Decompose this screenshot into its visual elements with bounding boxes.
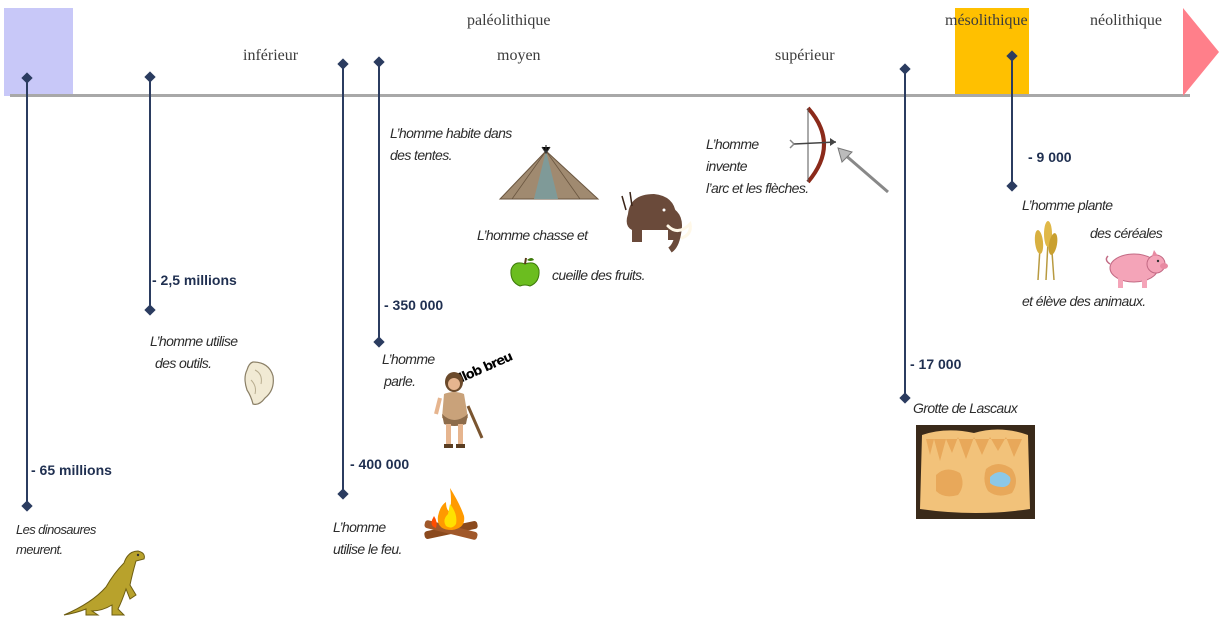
event-fire-line-1: L’homme bbox=[333, 519, 386, 535]
period-paleolithic: paléolithique bbox=[467, 12, 551, 29]
marker-line-2-5-millions bbox=[149, 77, 151, 310]
marker-line-17000 bbox=[904, 69, 906, 398]
cave-icon bbox=[916, 425, 1035, 519]
date-65-millions: - 65 millions bbox=[31, 462, 112, 478]
period-upper: supérieur bbox=[775, 47, 835, 64]
event-bow-line-3: l’arc et les flèches. bbox=[706, 180, 809, 196]
event-dinosaurs-line-2: meurent. bbox=[16, 542, 63, 557]
period-neolithic: néolithique bbox=[1090, 12, 1162, 29]
event-tools-line-2: des outils. bbox=[155, 355, 212, 371]
event-speech-line-1: L’homme bbox=[382, 351, 435, 367]
period-middle: moyen bbox=[497, 47, 541, 64]
pig-icon bbox=[1105, 250, 1168, 288]
event-tools-line-1: L’homme utilise bbox=[150, 333, 238, 349]
date-350000: - 350 000 bbox=[384, 297, 444, 313]
start-block bbox=[4, 8, 73, 96]
stone-tool-icon bbox=[244, 361, 274, 405]
apple-icon bbox=[510, 257, 540, 287]
period-mesolithic: mésolithique bbox=[945, 12, 1028, 29]
campfire-icon bbox=[424, 488, 478, 540]
date-400000: - 400 000 bbox=[350, 456, 410, 472]
event-farming-line-3-text: et élève des animaux. bbox=[1022, 293, 1146, 309]
date-2-5-millions: - 2,5 millions bbox=[152, 272, 237, 288]
timeline-axis bbox=[10, 94, 1190, 97]
mammoth-icon bbox=[621, 191, 692, 253]
event-tents-line-1: L’homme habite dans bbox=[390, 125, 512, 141]
event-bow-line-2: invente bbox=[706, 158, 748, 174]
event-fire-line-2: utilise le feu. bbox=[333, 541, 402, 557]
event-speech-line-2: parle. bbox=[384, 373, 416, 389]
event-hunt-line-2-text: cueille des fruits. bbox=[552, 267, 645, 283]
event-bow-text: L’homme invente l’arc et les flèches. bbox=[706, 133, 809, 199]
event-dinosaurs-line-1: Les dinosaures bbox=[16, 522, 96, 537]
marker-line-400000 bbox=[342, 64, 344, 494]
marker-line-350000 bbox=[378, 62, 380, 342]
event-farming-line-1-text: L’homme plante bbox=[1022, 197, 1113, 213]
event-lascaux-label: Grotte de Lascaux bbox=[913, 400, 1018, 416]
event-tents-text: L’homme habite dans des tentes. bbox=[390, 122, 512, 166]
dinosaur-icon bbox=[63, 550, 145, 616]
date-17000: - 17 000 bbox=[910, 356, 962, 372]
tent-icon bbox=[498, 145, 600, 200]
caveman-icon bbox=[434, 372, 484, 448]
mesolithic-block bbox=[955, 8, 1029, 96]
date-9000: - 9 000 bbox=[1028, 149, 1072, 165]
event-fire-text: L’homme utilise le feu. bbox=[333, 516, 402, 560]
event-tents-line-2: des tentes. bbox=[390, 147, 452, 163]
arrow-icon bbox=[837, 147, 889, 194]
event-tools-text: L’homme utilise des outils. bbox=[150, 330, 238, 374]
event-dinosaurs-text: Les dinosaures meurent. bbox=[16, 520, 96, 560]
event-farming-line-2-text: des céréales bbox=[1090, 225, 1163, 241]
event-speech-text: L’homme parle. bbox=[382, 348, 435, 392]
marker-line-9000 bbox=[1011, 56, 1013, 186]
event-hunt-line-1-text: L’homme chasse et bbox=[477, 227, 588, 243]
event-bow-line-1: L’homme bbox=[706, 136, 759, 152]
marker-line-65-millions bbox=[26, 78, 28, 506]
wheat-icon bbox=[1034, 221, 1058, 281]
bow-icon bbox=[789, 106, 837, 184]
timeline-arrow-head bbox=[1183, 8, 1219, 96]
period-lower: inférieur bbox=[243, 47, 299, 64]
